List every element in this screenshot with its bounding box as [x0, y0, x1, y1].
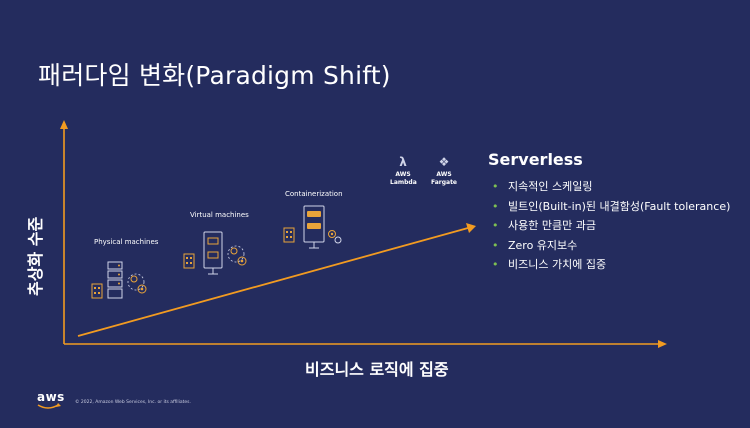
physical-machines-icon — [91, 261, 147, 299]
service-fargate-line2: Fargate — [430, 179, 458, 186]
service-lambda-line2: Lambda — [390, 179, 417, 186]
y-axis-label: 추상화 수준 — [26, 216, 45, 296]
copyright-text: © 2022, Amazon Web Services, Inc. or its… — [75, 400, 191, 405]
slide-title: 패러다임 변화(Paradigm Shift) — [38, 61, 391, 90]
service-fargate: ❖ AWS Fargate — [430, 155, 458, 187]
bullet-item: 사용한 만큼만 과금 — [492, 219, 730, 239]
bullet-item: 지속적인 스케일링 — [492, 180, 730, 200]
aws-logo: aws — [37, 390, 65, 404]
service-fargate-line1: AWS — [436, 171, 452, 178]
virtual-machines-icon — [183, 231, 247, 275]
x-axis-arrowhead — [658, 340, 667, 348]
lambda-icon: λ — [399, 155, 407, 169]
stage-label-virtual: Virtual machines — [190, 211, 249, 219]
bullet-item: 비즈니스 가치에 집중 — [492, 258, 730, 278]
serverless-title: Serverless — [488, 150, 583, 169]
bullet-item: 빌트인(Built-in)된 내결함성(Fault tolerance) — [492, 200, 730, 220]
service-lambda-line1: AWS — [395, 171, 411, 178]
containerization-icon — [283, 205, 342, 249]
serverless-bullet-list: 지속적인 스케일링 빌트인(Built-in)된 내결함성(Fault tole… — [492, 180, 730, 278]
trend-arrowhead — [466, 223, 476, 233]
fargate-icon: ❖ — [438, 155, 450, 169]
stage-label-container: Containerization — [285, 190, 343, 198]
y-axis-arrowhead — [60, 120, 68, 129]
x-axis-label: 비즈니스 로직에 집중 — [305, 360, 449, 379]
trend-arrow — [77, 227, 469, 337]
stage-label-physical: Physical machines — [94, 238, 159, 246]
bullet-item: Zero 유지보수 — [492, 239, 730, 259]
aws-smile-icon — [37, 403, 61, 409]
service-lambda: λ AWS Lambda — [390, 155, 417, 187]
